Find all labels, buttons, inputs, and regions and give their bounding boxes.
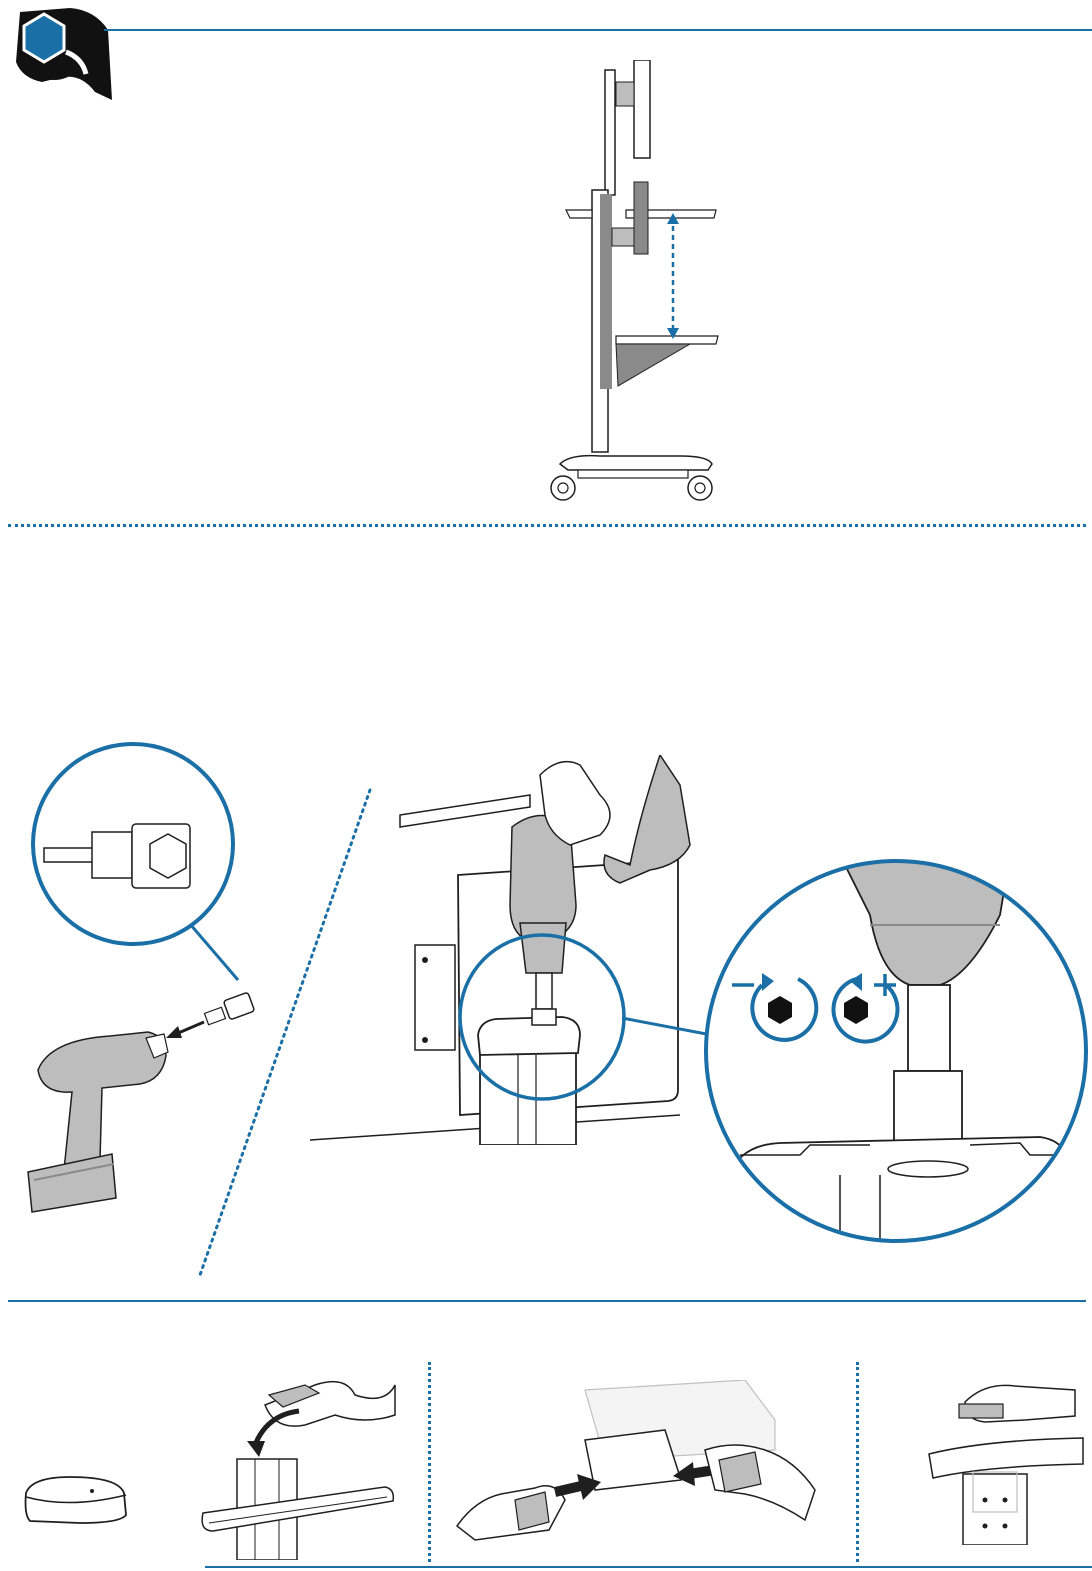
- panel-cap-part: [20, 1465, 130, 1535]
- panel-place-cap: [195, 1355, 400, 1560]
- drill: [28, 1032, 168, 1212]
- dotted-divider-2: [856, 1362, 859, 1562]
- panel-attach-clip: [925, 1380, 1085, 1545]
- hex-tool-icon: [0, 0, 120, 110]
- header-rule: [104, 29, 1092, 31]
- vertical-dashed-double-arrow: [667, 213, 679, 339]
- section-rule-bottom: [8, 1300, 1086, 1302]
- cart-illustration: [530, 60, 730, 505]
- zoom-detail-circle: [700, 855, 1092, 1247]
- dotted-separator-top: [8, 524, 1086, 527]
- header-logo: [0, 0, 120, 110]
- dotted-divider-1: [428, 1362, 431, 1562]
- panel-slide-brackets: [445, 1380, 825, 1550]
- column-drill-illustration: [300, 755, 700, 1145]
- footer-rule: [205, 1566, 1092, 1568]
